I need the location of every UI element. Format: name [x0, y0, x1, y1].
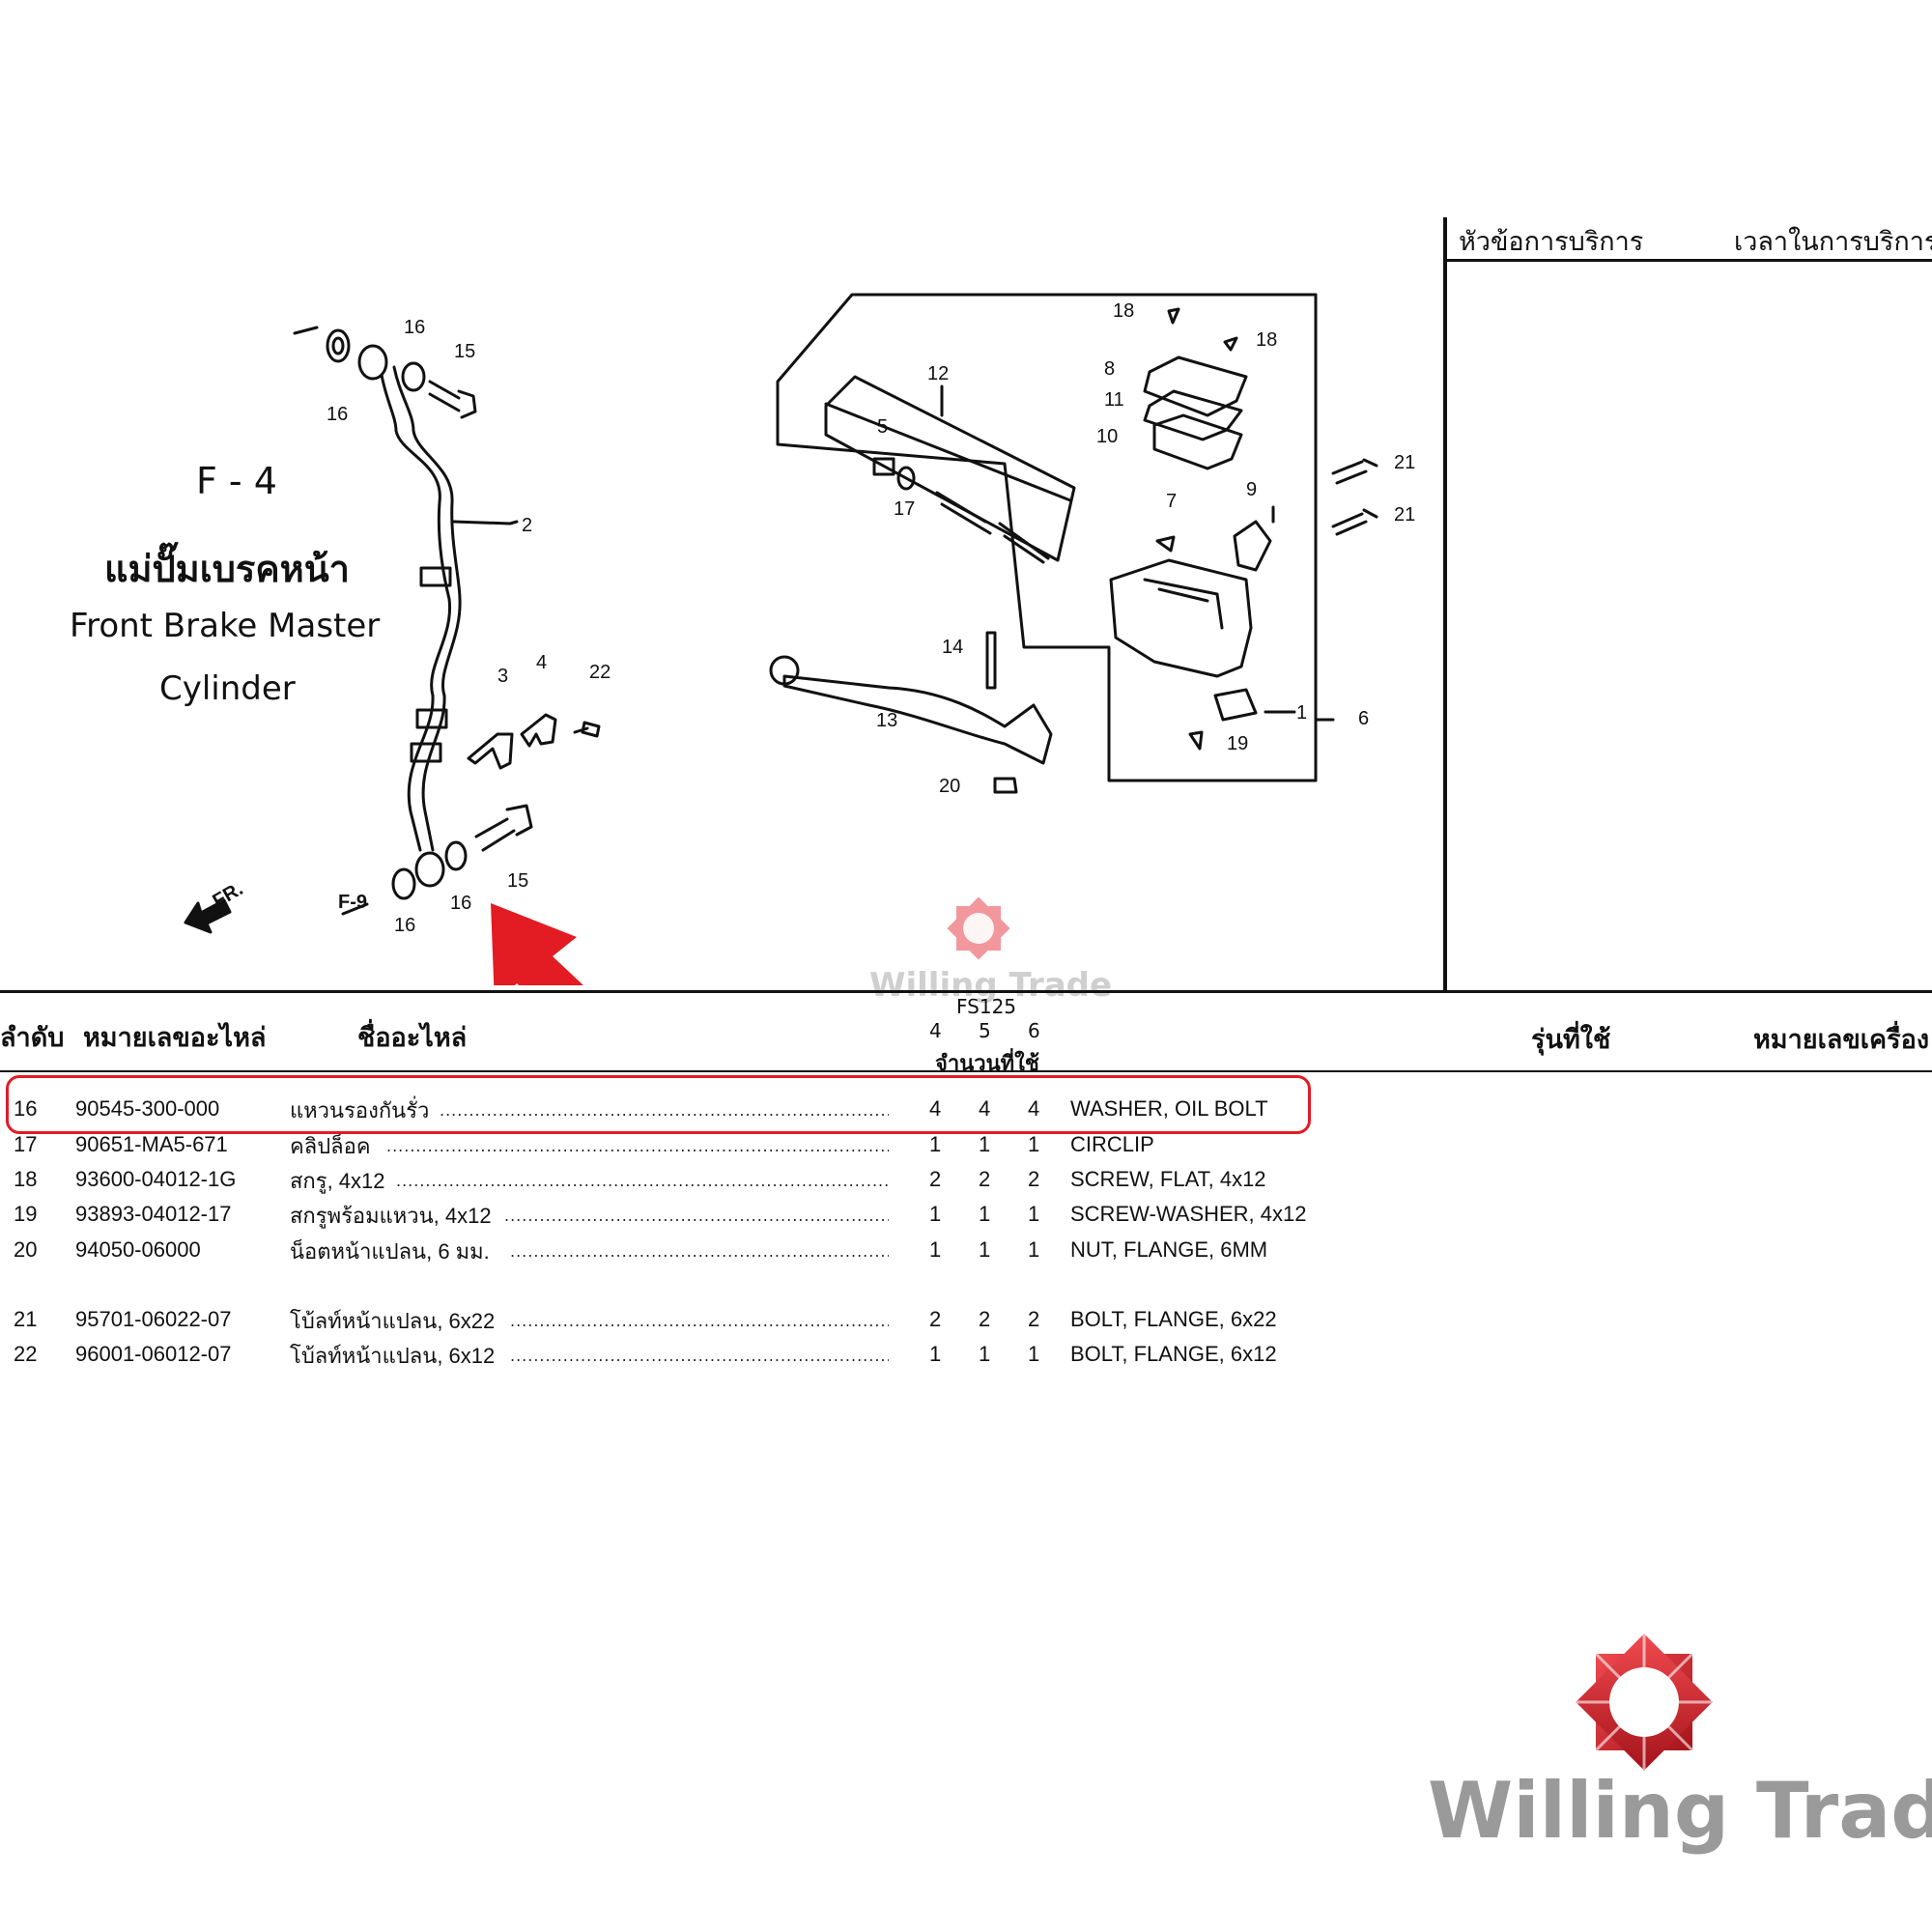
bolt-21b	[1331, 508, 1378, 536]
washer-16d	[444, 840, 468, 871]
svg-text:22: 22	[589, 662, 611, 683]
svg-text:10: 10	[1096, 426, 1118, 447]
piston-set-box	[824, 375, 1076, 562]
watermark-text: Willing Trade	[869, 966, 1113, 1005]
figure-title-en-2: Cylinder	[159, 669, 296, 708]
diaphragm-10	[1152, 413, 1243, 470]
row-16-highlight	[6, 1075, 1311, 1134]
figure-title-en-1: Front Brake Master	[70, 607, 381, 645]
bolt-21a	[1331, 458, 1378, 485]
circlip-17	[896, 466, 916, 491]
washer-16c	[391, 867, 416, 900]
svg-text:16: 16	[450, 893, 471, 914]
bolt-22	[573, 721, 601, 738]
svg-text:20: 20	[939, 776, 960, 797]
svg-text:18: 18	[1256, 329, 1277, 351]
master-cylinder-body	[1109, 558, 1253, 678]
screw-19	[1188, 730, 1204, 751]
svg-text:2: 2	[522, 515, 532, 536]
col-header-4: 4	[929, 1019, 942, 1042]
screw-18b	[1223, 336, 1238, 352]
svg-text:16: 16	[404, 317, 425, 338]
reservoir-cap-8	[1143, 355, 1248, 417]
svg-text:21: 21	[1394, 452, 1415, 473]
brand-logo-text: Willing Trade	[1428, 1766, 1932, 1856]
table-top-rule	[0, 990, 1932, 993]
holder-9	[1233, 520, 1272, 572]
service-header-underline	[1443, 259, 1932, 262]
svg-text:6: 6	[1358, 708, 1369, 729]
svg-text:15: 15	[507, 870, 528, 892]
callouts: 16 16 15 2 3 4 22 15 16 16 F-9 FR. 12 5 …	[210, 300, 1416, 936]
pivot-bolt-14	[985, 631, 997, 690]
service-topic-label: หัวข้อการบริการ	[1459, 227, 1644, 257]
svg-text:F-9: F-9	[338, 892, 367, 913]
piston-5	[872, 457, 895, 476]
fr-arrow	[184, 898, 232, 934]
col-header-part-name: ชื่ออะไหล่	[357, 1023, 468, 1053]
oil-bolt-15a	[428, 380, 477, 419]
exploded-parts-diagram: 16 16 15 2 3 4 22 15 16 16 F-9 FR. 12 5 …	[184, 293, 1416, 985]
highlight-arrow	[491, 903, 583, 985]
grommet-7	[1155, 535, 1176, 553]
switch-1	[1213, 688, 1258, 722]
hose-clamp-3	[467, 732, 514, 770]
table-header-rule	[0, 1070, 1932, 1072]
svg-text:21: 21	[1394, 504, 1415, 526]
col-header-6: 6	[1028, 1019, 1040, 1042]
assembly-outline	[776, 293, 1318, 782]
brake-lever-13	[782, 674, 1053, 765]
screw-18a	[1167, 307, 1180, 325]
washer-16a	[326, 328, 351, 363]
svg-text:13: 13	[876, 710, 897, 731]
col-header-part-no: หมายเลขอะไหล่	[83, 1023, 267, 1053]
bracket-4	[520, 713, 557, 748]
col-header-no: ลำดับ	[0, 1023, 65, 1053]
diaphragm-plate-11	[1143, 389, 1243, 441]
svg-text:14: 14	[942, 637, 963, 658]
col-header-engine-no: หมายเลขเครื่อง	[1753, 1025, 1929, 1055]
svg-text:12: 12	[927, 363, 949, 384]
washer-16b	[401, 361, 426, 392]
svg-text:9: 9	[1246, 479, 1257, 500]
svg-text:4: 4	[536, 652, 547, 673]
svg-text:8: 8	[1104, 358, 1115, 380]
svg-text:7: 7	[1166, 491, 1177, 512]
col-header-applies: รุ่นที่ใช้	[1531, 1025, 1611, 1055]
svg-text:11: 11	[1104, 389, 1124, 411]
brand-logo-mark	[1576, 1634, 1713, 1771]
svg-text:19: 19	[1227, 733, 1248, 754]
svg-text:1: 1	[1296, 702, 1307, 724]
col-header-5: 5	[979, 1019, 991, 1042]
svg-text:3: 3	[497, 666, 508, 687]
svg-text:17: 17	[894, 498, 915, 520]
figure-code: F - 4	[196, 460, 277, 502]
service-time-label: เวลาในการบริการ	[1734, 227, 1932, 257]
col-header-model: FS125	[956, 995, 1017, 1018]
service-header-divider	[1443, 217, 1447, 991]
svg-text:15: 15	[454, 341, 475, 362]
svg-text:16: 16	[394, 915, 415, 936]
svg-text:18: 18	[1113, 300, 1134, 322]
nut-20	[993, 777, 1018, 794]
svg-text:5: 5	[877, 416, 888, 438]
svg-text:16: 16	[327, 404, 348, 425]
oil-bolt-15b	[474, 804, 533, 852]
brake-hose	[357, 344, 462, 888]
watermark-logo	[947, 896, 1010, 960]
figure-title-th: แม่ปั๊มเบรคหน้า	[104, 548, 351, 590]
